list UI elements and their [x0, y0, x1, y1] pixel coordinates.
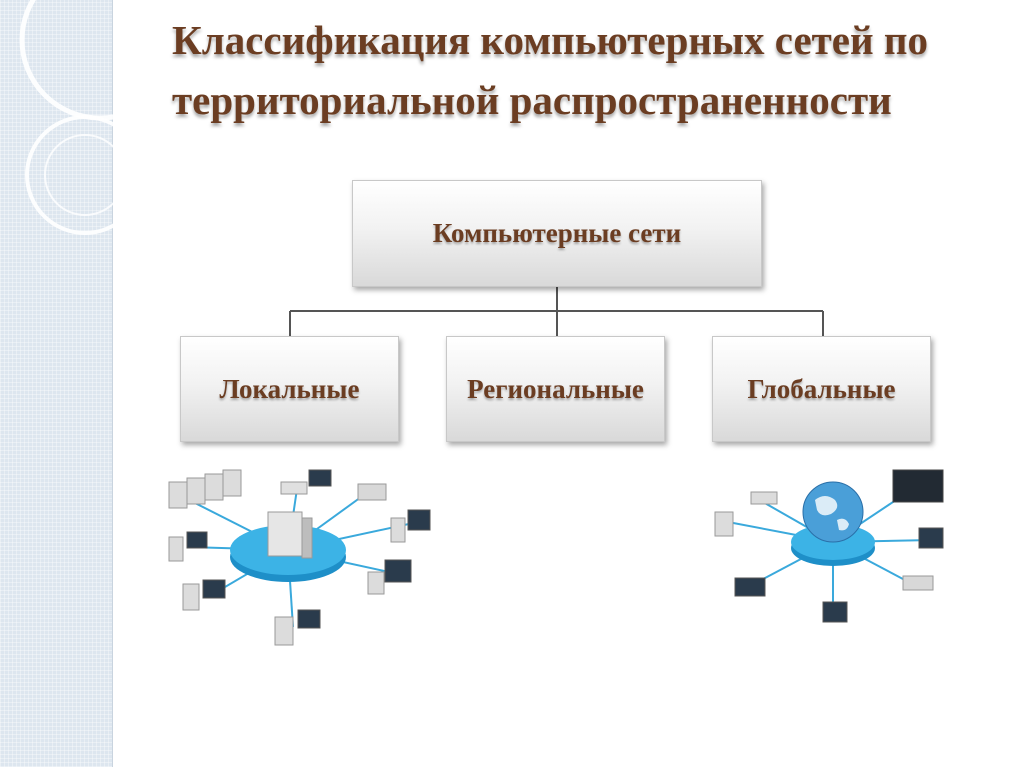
node-local: Локальные [180, 336, 399, 442]
node-regional: Региональные [446, 336, 665, 442]
page-title: Классификация компьютерных сетей по терр… [172, 17, 928, 123]
node-global: Глобальные [712, 336, 931, 442]
global-network-illustration [714, 469, 944, 623]
local-network-illustration [168, 469, 431, 646]
decorative-circles [19, 0, 130, 235]
left-decorative-strip [0, 0, 113, 767]
node-computer-networks: Компьютерные сети [352, 180, 762, 287]
